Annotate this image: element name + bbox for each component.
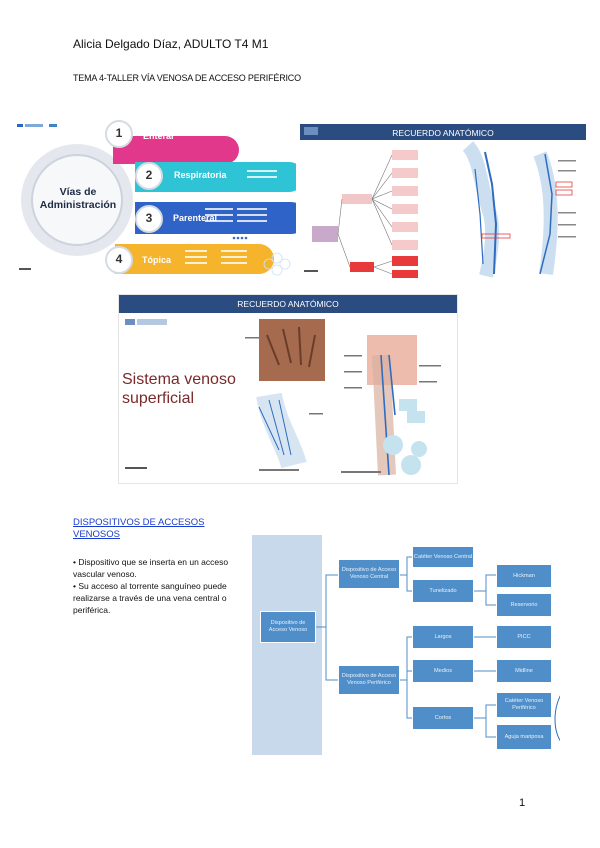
slide-routes: Vías de Administración 1 Enteral 2 Respi… <box>15 118 296 278</box>
node-hickman: Hickman <box>496 564 552 588</box>
slide-anatomy-1: RECUERDO ANATÓMICO <box>300 124 586 280</box>
node-mariposa: Aguja mariposa <box>496 724 552 750</box>
anatomy-2-graphic <box>125 319 441 476</box>
route-num-3: 3 <box>145 211 153 225</box>
node-reservorio: Reservorio <box>496 593 552 617</box>
anatomy-2-title: RECUERDO ANATÓMICO <box>237 299 339 309</box>
anatomy-1-title: RECUERDO ANATÓMICO <box>392 128 494 138</box>
node-midline: Midline <box>496 659 552 683</box>
node-largos: Largos <box>412 625 474 649</box>
section-title: DISPOSITIVOS DE ACCESOS VENOSOS <box>73 517 205 540</box>
center-title-line2: Administración <box>39 199 117 211</box>
subtitle-line1: Sistema venoso <box>122 371 236 388</box>
routes-center-title: Vías de Administración <box>28 186 128 212</box>
topic-line: TEMA 4-TALLER VÍA VENOSA DE ACCESO PERIF… <box>73 73 301 83</box>
node-tunelizado: Tunelizado <box>412 579 474 603</box>
bullet-1: • Dispositivo que se inserta en un acces… <box>73 557 229 579</box>
diagram-connectors <box>314 556 560 742</box>
bullet-2: • Su acceso al torrente sanguíneo puede … <box>73 581 227 615</box>
route-label-topica: Tópica <box>142 255 172 265</box>
center-title-line1: Vías de <box>59 186 97 198</box>
anatomy-1-graphic <box>304 127 576 278</box>
route-label-enteral: Enteral <box>143 131 174 141</box>
author-line: Alicia Delgado Díaz, ADULTO T4 M1 <box>73 37 269 51</box>
slide-anatomy-2: RECUERDO ANATÓMICO Sistema venoso superf… <box>118 294 458 484</box>
page-number: 1 <box>519 797 526 809</box>
route-num-2: 2 <box>145 168 153 182</box>
anatomy-2-subtitle: Sistema venoso superficial <box>122 370 236 408</box>
node-cortos: Cortos <box>412 706 474 730</box>
node-cvp: Catéter Venoso Periférico <box>496 692 552 718</box>
route-label-respiratoria: Respiratoria <box>174 170 227 180</box>
route-label-parenteral: Parenteral <box>173 213 218 223</box>
route-num-1: 1 <box>115 126 123 140</box>
route-num-4: 4 <box>115 252 123 266</box>
node-cvc: Catéter Venoso Central <box>412 546 474 568</box>
node-central: Dispositivo de Acceso Venoso Central <box>338 559 400 589</box>
subtitle-line2: superficial <box>122 390 195 407</box>
section-bullets: • Dispositivo que se inserta en un acces… <box>73 556 243 616</box>
routes-graphic <box>17 120 296 276</box>
node-medios: Medios <box>412 659 474 683</box>
node-picc: PICC <box>496 625 552 649</box>
device-diagram: Dispositivo de Acceso Venoso Dispositivo… <box>252 535 560 755</box>
node-root: Dispositivo de Acceso Venoso <box>260 611 316 643</box>
node-peripheral: Dispositivo de Acceso Venoso Periférico <box>338 665 400 695</box>
